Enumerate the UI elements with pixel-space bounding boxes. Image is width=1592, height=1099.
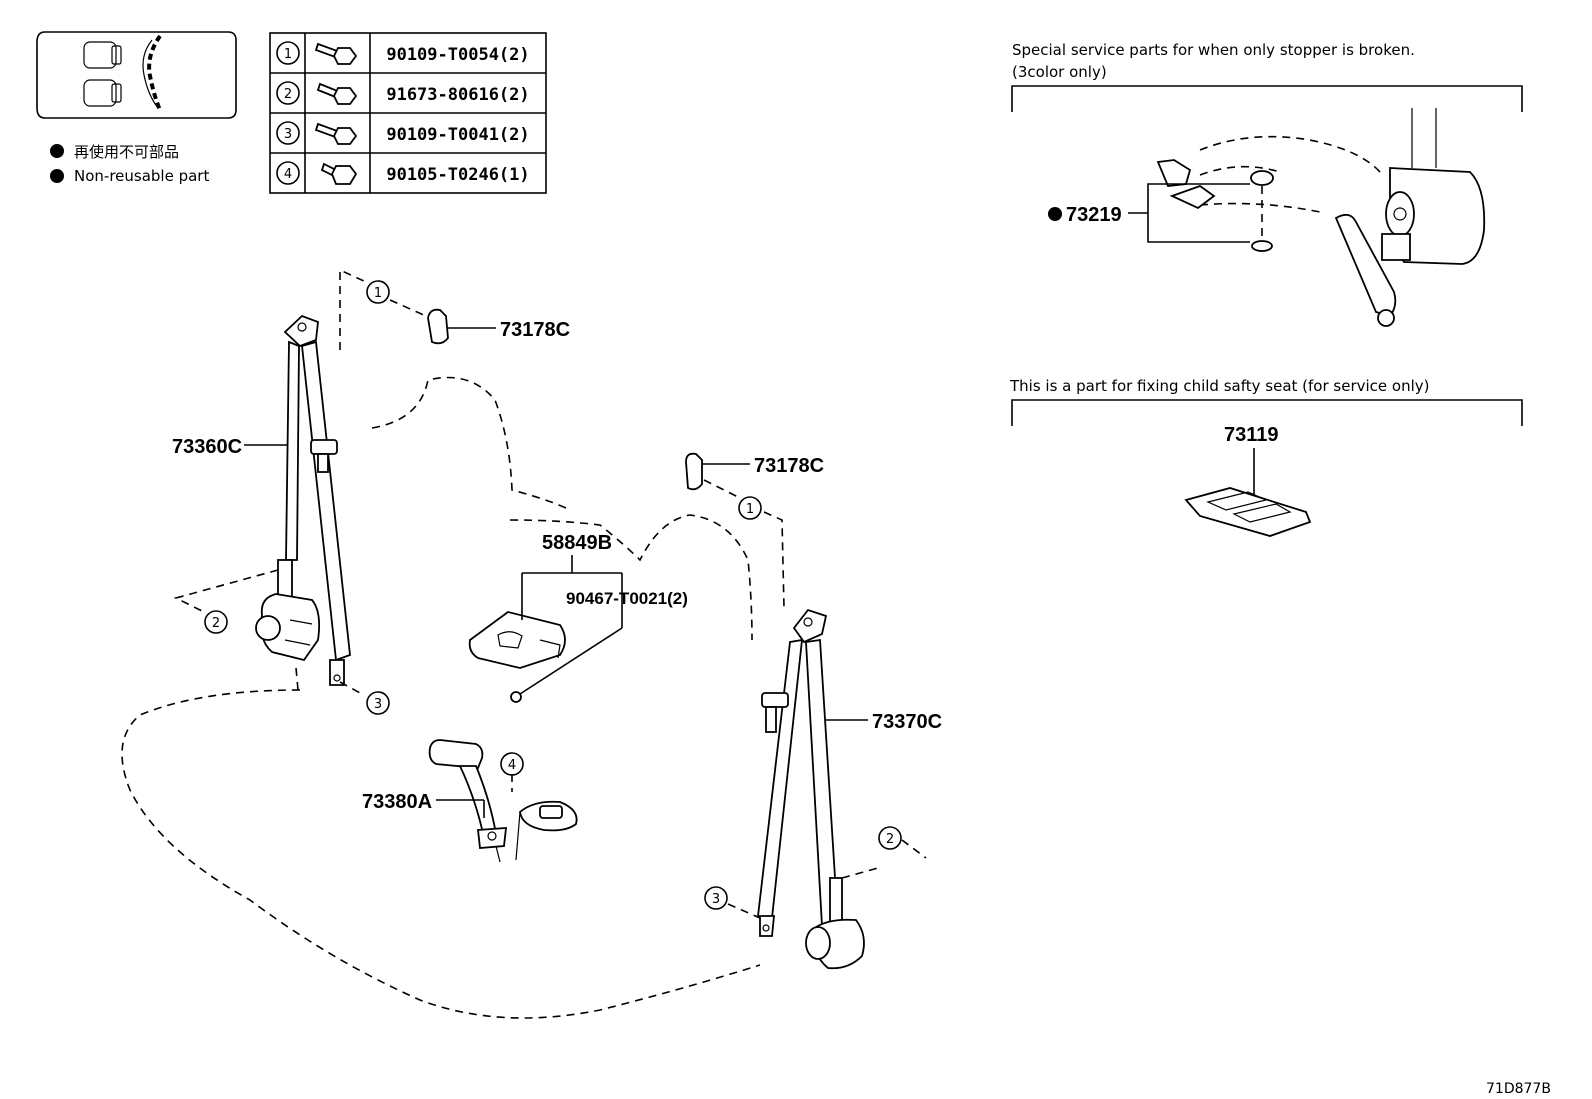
reference-lines <box>173 268 927 919</box>
leader-lines <box>244 327 868 818</box>
fastener-part-number: 90105-T0246(1) <box>386 165 529 185</box>
ref-marker-3-left: 3 <box>366 691 390 715</box>
legend-japanese: 再使用不可部品 <box>74 143 179 161</box>
bolt-icon <box>316 82 358 105</box>
seat-outline <box>121 376 761 1019</box>
fastener-row: 2 91673-80616(2) <box>276 81 530 105</box>
bolt-icon <box>314 42 358 65</box>
svg-text:3: 3 <box>712 892 720 907</box>
ref-marker-1-right: 1 <box>738 496 762 520</box>
callout-child-seat-part: 73119 <box>1224 424 1279 446</box>
child-seat-section: This is a part for fixing child safty se… <box>1009 377 1523 537</box>
svg-text:1: 1 <box>746 502 754 517</box>
svg-text:2: 2 <box>886 832 894 847</box>
ref-marker-4: 4 <box>500 752 524 776</box>
callout-belt-right: 73370C <box>872 711 942 733</box>
bolt-icon <box>314 122 358 145</box>
fastener-row: 1 90109-T0054(2) <box>276 41 530 65</box>
seat-belt-left <box>255 314 351 686</box>
callout-anchor-cover-right: 73178C <box>754 455 824 477</box>
diagram-code: 71D877B <box>1486 1081 1551 1097</box>
ref-marker-3-right: 3 <box>704 886 728 910</box>
center-cover <box>468 611 566 703</box>
fastener-row: 4 90105-T0246(1) <box>276 161 530 185</box>
svg-text:2: 2 <box>212 616 220 631</box>
anchor-cover-right <box>685 452 703 491</box>
fastener-table: 1 90109-T0054(2) 2 91673-80616(2) 3 9010 <box>269 32 547 194</box>
callout-belt-left: 73360C <box>172 436 242 458</box>
fastener-part-number: 90109-T0041(2) <box>386 125 529 145</box>
non-reusable-dot-icon <box>1048 207 1062 221</box>
svg-text:3: 3 <box>374 697 382 712</box>
callout-anchor-cover-left: 73178C <box>500 319 570 341</box>
ref-marker-2-left: 2 <box>204 610 228 634</box>
ref-marker-1-left: 1 <box>366 280 390 304</box>
fastener-part-number: 91673-80616(2) <box>386 85 529 105</box>
child-seat-note: This is a part for fixing child safty se… <box>1009 377 1429 395</box>
fastener-part-number: 90109-T0054(2) <box>386 45 529 65</box>
fastener-index: 1 <box>284 47 292 62</box>
legend: 再使用不可部品 Non-reusable part <box>50 143 209 185</box>
callout-center-cover: 58849B <box>542 532 612 554</box>
vehicle-seat-layout-icon <box>36 31 237 119</box>
non-reusable-dot-icon <box>50 169 64 183</box>
svg-text:1: 1 <box>374 286 382 301</box>
fastener-row: 3 90109-T0041(2) <box>276 121 530 145</box>
center-belt <box>428 739 578 863</box>
callout-center-clip: 90467-T0021(2) <box>566 589 688 608</box>
bolt-icon <box>320 162 358 185</box>
non-reusable-dot-icon <box>50 144 64 158</box>
ref-marker-2-right: 2 <box>878 826 902 850</box>
special-service-section: Special service parts for when only stop… <box>1011 41 1523 327</box>
special-service-note: Special service parts for when only stop… <box>1012 41 1415 59</box>
svg-text:4: 4 <box>508 758 516 773</box>
seat-belt-right <box>757 608 865 970</box>
fastener-index: 3 <box>284 127 292 142</box>
callout-stopper: 73219 <box>1066 204 1122 226</box>
callout-center-belt: 73380A <box>362 791 432 813</box>
fastener-index: 2 <box>284 87 292 102</box>
fastener-index: 4 <box>284 167 292 182</box>
legend-english: Non-reusable part <box>74 167 209 185</box>
anchor-cover-left <box>427 308 449 345</box>
special-service-note-sub: (3color only) <box>1012 63 1107 81</box>
